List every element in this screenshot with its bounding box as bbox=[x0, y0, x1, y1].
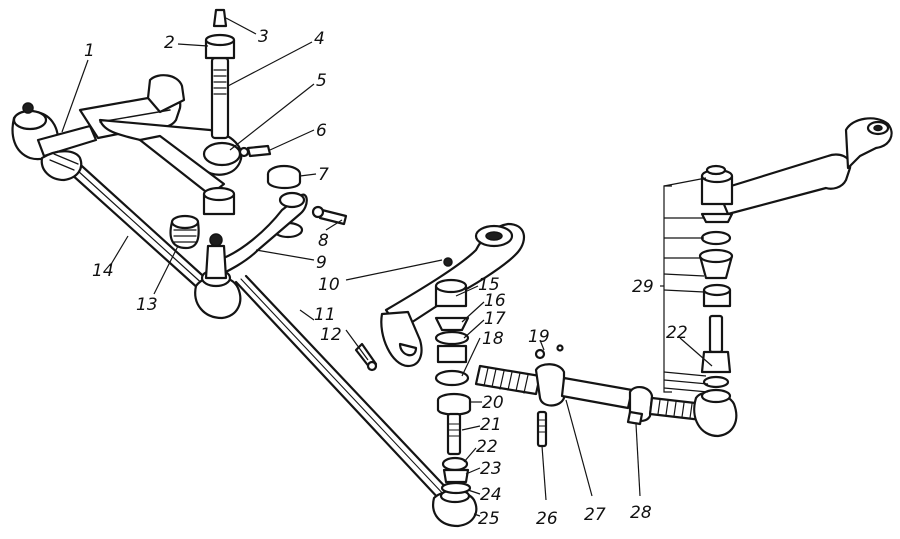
bolt-19 bbox=[534, 344, 564, 360]
clamp-28 bbox=[626, 410, 644, 426]
callout-24: 24 bbox=[480, 485, 502, 505]
sleeve-13 bbox=[169, 214, 200, 250]
leader-lines bbox=[61, 17, 713, 517]
bolt-6 bbox=[238, 144, 272, 158]
knuckle-12 bbox=[354, 310, 423, 372]
bracket-5 bbox=[98, 118, 243, 197]
kingpin-4 bbox=[204, 8, 236, 140]
right-arm bbox=[716, 117, 893, 216]
group-bracket-29 bbox=[663, 185, 672, 393]
callout-2: 2 bbox=[164, 33, 175, 53]
bolt-8 bbox=[311, 205, 348, 226]
callout-10: 10 bbox=[318, 275, 340, 295]
bolt-26 bbox=[536, 410, 548, 448]
left-rod-end bbox=[11, 102, 98, 182]
callout-17: 17 bbox=[484, 309, 506, 329]
callout-11: 11 bbox=[314, 305, 336, 325]
callout-8: 8 bbox=[318, 231, 329, 251]
tie-rod-14 bbox=[48, 146, 214, 292]
callout-15: 15 bbox=[478, 275, 500, 295]
stack-15-18 bbox=[434, 278, 470, 387]
callout-5: 5 bbox=[316, 71, 327, 91]
callout-3: 3 bbox=[258, 27, 269, 47]
callout-25: 25 bbox=[478, 509, 500, 529]
callout-16: 16 bbox=[484, 291, 506, 311]
lever-9 bbox=[210, 191, 308, 280]
callout-27: 27 bbox=[584, 505, 606, 525]
callout-28: 28 bbox=[630, 503, 652, 523]
callout-20: 20 bbox=[482, 393, 504, 413]
bushing-upper bbox=[202, 186, 236, 216]
callout-14: 14 bbox=[92, 261, 114, 281]
bracket-10 bbox=[384, 222, 526, 332]
callout-22b: 22 bbox=[666, 323, 688, 343]
callout-7: 7 bbox=[318, 165, 329, 185]
callout-9: 9 bbox=[316, 253, 327, 273]
callout-13: 13 bbox=[136, 295, 158, 315]
rod-end-25 bbox=[432, 488, 478, 528]
callout-22a: 22 bbox=[476, 437, 498, 457]
right-stack-29 bbox=[698, 164, 734, 389]
lower-bracket bbox=[194, 233, 242, 320]
callout-1: 1 bbox=[84, 41, 95, 61]
bushing-7 bbox=[266, 164, 304, 239]
callout-4: 4 bbox=[314, 29, 325, 49]
callout-21: 21 bbox=[480, 415, 502, 435]
group-bracket-ticks bbox=[663, 177, 709, 393]
callout-19: 19 bbox=[528, 327, 550, 347]
callout-18: 18 bbox=[482, 329, 504, 349]
stack-20-24 bbox=[436, 392, 472, 495]
callout-29: 29 bbox=[632, 277, 654, 297]
callout-12: 12 bbox=[320, 325, 342, 345]
callout-26: 26 bbox=[536, 509, 558, 529]
right-rod-end bbox=[693, 388, 738, 438]
callout-labels: 1 2 3 4 5 6 7 8 9 10 11 12 13 14 15 16 1… bbox=[84, 27, 688, 529]
tie-rod-11 bbox=[234, 274, 454, 502]
callout-6: 6 bbox=[316, 121, 327, 141]
callout-23: 23 bbox=[480, 459, 502, 479]
